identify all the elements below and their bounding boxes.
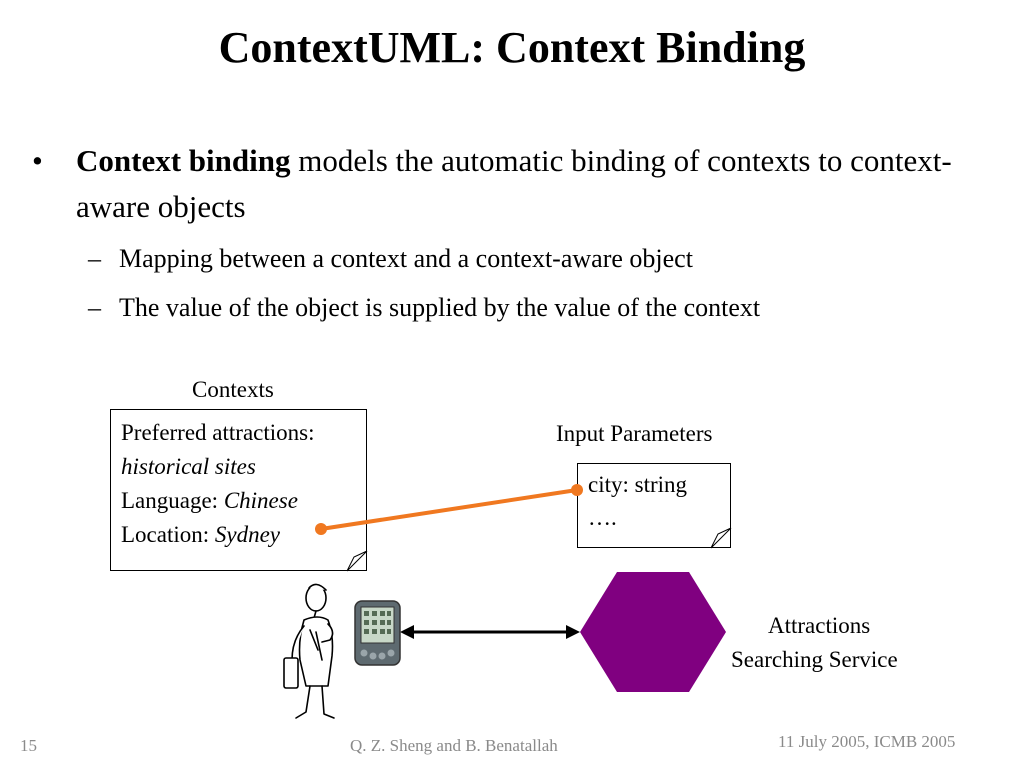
bullet-bold-term: Context binding bbox=[76, 143, 291, 178]
service-label-line1: Attractions bbox=[768, 613, 871, 638]
main-bullet-text: Context binding models the automatic bin… bbox=[76, 138, 956, 230]
page-number: 15 bbox=[20, 736, 37, 755]
service-label-line2: Searching Service bbox=[731, 647, 898, 672]
footer-authors: Q. Z. Sheng and B. Benatallah bbox=[350, 736, 558, 755]
bullet-rest-text: models the automatic binding of contexts… bbox=[76, 143, 952, 224]
service-hexagon bbox=[580, 572, 726, 692]
sub-bullet-text: The value of the object is supplied by t… bbox=[119, 293, 761, 322]
context-box-text: Preferred attractions: historical sites … bbox=[121, 416, 315, 552]
sub-bullet-text: Mapping between a context and a context-… bbox=[119, 244, 693, 273]
bullet-marker: • bbox=[32, 143, 43, 178]
input-line-ellipsis: …. bbox=[588, 505, 617, 530]
context-box-fold bbox=[346, 550, 368, 572]
context-line-language: Language: Chinese bbox=[121, 488, 298, 513]
double-arrow bbox=[400, 625, 580, 639]
context-line-location: Location: Sydney bbox=[121, 522, 281, 547]
slide-title: ContextUML: Context Binding bbox=[218, 23, 806, 72]
pda-icon bbox=[354, 600, 401, 666]
context-line-sites: historical sites bbox=[121, 454, 256, 479]
binding-line bbox=[320, 488, 578, 531]
context-line-preferred: Preferred attractions: bbox=[121, 420, 315, 445]
contexts-label: Contexts bbox=[192, 377, 274, 402]
sub-bullet-marker: – bbox=[88, 244, 101, 273]
binding-endpoint-input bbox=[571, 484, 583, 496]
input-line-city: city: string bbox=[588, 472, 688, 497]
binding-endpoint-context bbox=[315, 523, 327, 535]
person-icon bbox=[283, 583, 335, 719]
input-parameters-box bbox=[577, 463, 731, 548]
input-box-fold bbox=[710, 527, 732, 549]
footer-date-venue: 11 July 2005, ICMB 2005 bbox=[778, 732, 956, 751]
input-parameters-label: Input Parameters bbox=[556, 421, 713, 446]
context-box bbox=[110, 409, 367, 571]
sub-bullet-marker: – bbox=[88, 293, 101, 322]
input-box-text: city: string …. bbox=[588, 468, 687, 534]
